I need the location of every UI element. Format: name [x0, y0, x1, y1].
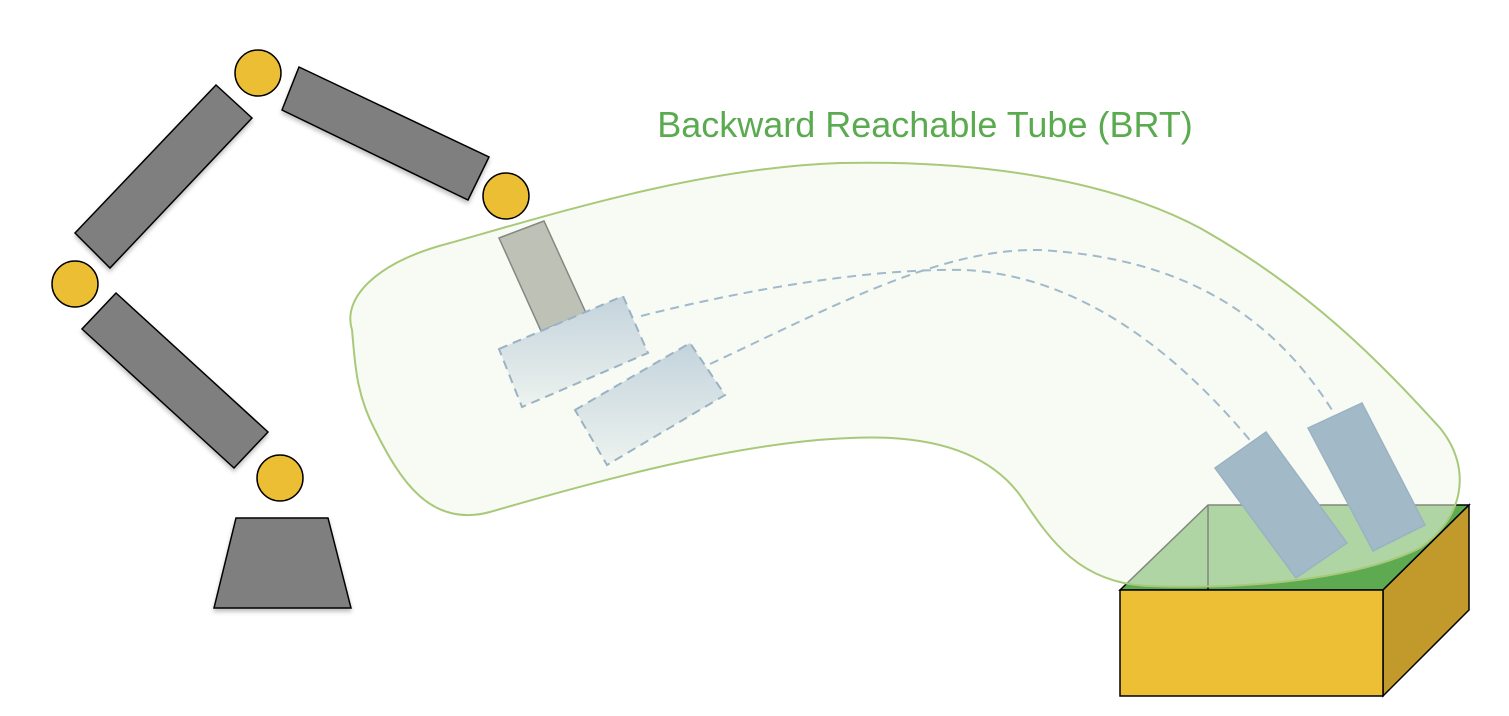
robot-link-middle: [73, 83, 254, 270]
robot-joint: [234, 49, 282, 97]
robot-joint: [256, 454, 304, 502]
bin-front: [1119, 589, 1384, 697]
robot-joint: [482, 172, 530, 220]
brt-tube: [349, 161, 1461, 588]
brt-title: Backward Reachable Tube (BRT): [657, 104, 1193, 145]
robot-link-upper: [281, 65, 491, 202]
robot-arm: [73, 65, 491, 470]
robot-base: [213, 517, 352, 609]
robot-link-lower: [80, 291, 270, 470]
robot-joint: [51, 260, 99, 308]
robot-joints: [51, 49, 530, 502]
